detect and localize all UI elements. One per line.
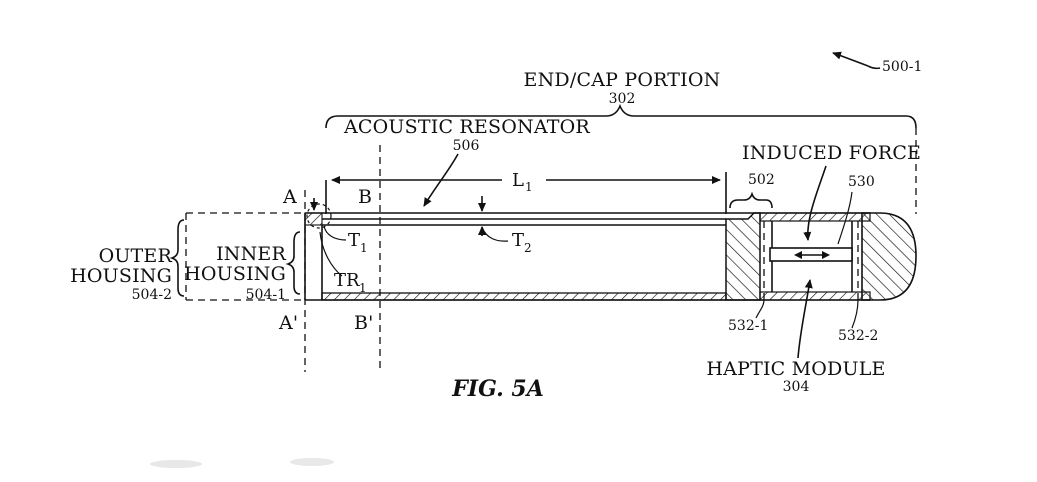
haptic-module-number: 304 xyxy=(783,379,810,395)
inner-housing-line2: HOUSING xyxy=(184,263,286,285)
haptic-double-arrow xyxy=(794,251,830,259)
section-b-label: B xyxy=(358,186,372,208)
end-cap-title: END/CAP PORTION xyxy=(524,69,721,91)
t2-subscript: 2 xyxy=(524,241,532,255)
thickness-t1-marker: T 1 TR 1 xyxy=(306,198,368,295)
tr1-symbol: TR xyxy=(334,270,360,291)
ref-502: 502 xyxy=(729,172,775,209)
outer-housing-line1: OUTER xyxy=(99,245,173,267)
section-b-prime-label: B' xyxy=(354,312,374,334)
haptic-module-label: HAPTIC MODULE 304 xyxy=(706,358,885,395)
inner-housing-label: INNER HOUSING 504-1 xyxy=(184,231,301,303)
thickness-t2-marker: T 2 xyxy=(478,196,532,255)
tr1-subscript: 1 xyxy=(359,281,367,295)
end-cap-brace xyxy=(325,103,917,129)
outer-housing-label: OUTER HOUSING 504-2 xyxy=(70,212,305,303)
inner-housing-line1: INNER xyxy=(216,243,286,265)
ref-532-1-leader xyxy=(755,299,765,319)
figure-ref-number: 500-1 xyxy=(882,59,922,75)
outer-housing-number: 504-2 xyxy=(132,287,172,303)
end-cap-number: 302 xyxy=(609,91,636,107)
ref-532-2-number: 532-2 xyxy=(838,328,878,344)
acoustic-resonator-number: 506 xyxy=(453,138,480,154)
acoustic-resonator-label: ACOUSTIC RESONATOR 506 xyxy=(343,116,590,154)
length-l1-subscript: 1 xyxy=(525,180,533,194)
section-a-prime-label: A' xyxy=(278,312,298,334)
haptic-module-leader xyxy=(797,279,813,359)
outer-housing-line2: HOUSING xyxy=(70,265,172,287)
figure-ref-500-1: 500-1 xyxy=(832,51,922,75)
ref-532-2-leader xyxy=(851,299,859,329)
length-l1-symbol: L xyxy=(512,170,524,191)
t1-subscript: 1 xyxy=(360,241,368,255)
inner-housing-number: 504-1 xyxy=(246,287,286,303)
length-l1-dimension: L 1 xyxy=(325,170,727,214)
scan-artifact xyxy=(150,460,202,468)
end-cap-portion-label: END/CAP PORTION 302 xyxy=(524,69,721,107)
ref-532-1-number: 532-1 xyxy=(728,318,768,334)
induced-force-label: INDUCED FORCE xyxy=(742,142,921,164)
section-line-b: B B' xyxy=(354,145,381,372)
scan-artifact xyxy=(290,458,334,466)
t2-symbol: T xyxy=(512,230,524,251)
haptic-module-title: HAPTIC MODULE xyxy=(706,358,885,380)
acoustic-resonator-title: ACOUSTIC RESONATOR xyxy=(343,116,590,138)
ref-502-number: 502 xyxy=(748,172,775,188)
induced-force-leader xyxy=(803,165,827,241)
figure-caption: FIG. 5A xyxy=(451,376,544,402)
ref-530-number: 530 xyxy=(848,174,875,190)
section-a-label: A xyxy=(282,186,297,208)
t1-symbol: T xyxy=(348,230,360,251)
